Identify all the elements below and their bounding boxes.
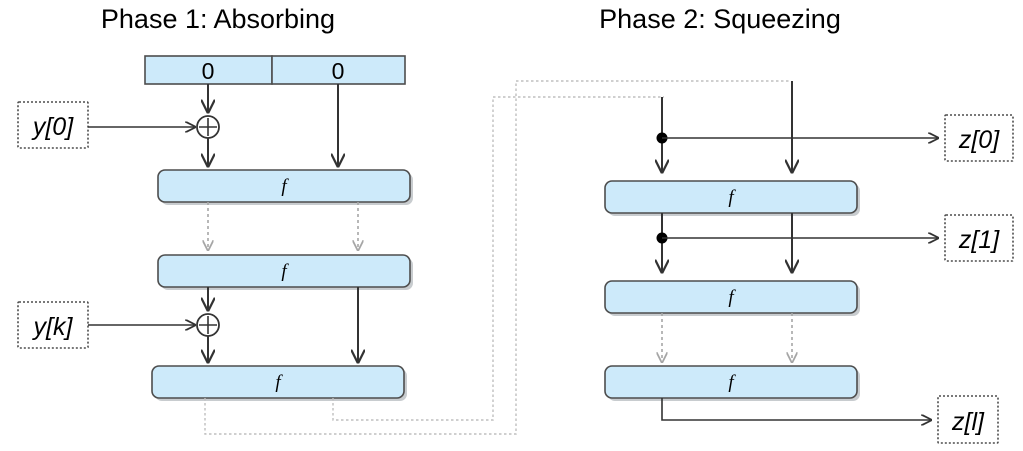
p1-function-block-3-rect [151, 365, 405, 399]
output-z0: z[0] [944, 114, 1014, 162]
state-cell-rate [144, 55, 273, 85]
output-zl-box [937, 395, 999, 444]
feedback-capacity-line [332, 96, 664, 421]
input-yk-label: y[k] [32, 313, 74, 341]
output-z0-label: z[0] [958, 126, 1000, 154]
p1-function-block-1-rect [157, 169, 411, 203]
state-cell-capacity-label: 0 [332, 58, 345, 84]
p2-function-block-3: f [604, 365, 860, 401]
p2-function-block-1-label: f [728, 187, 736, 208]
p1-function-block-2-rect [157, 254, 411, 288]
state-cell-rate-label: 0 [202, 58, 215, 84]
xor-gate-2 [196, 313, 220, 337]
p2-function-block-2-label: f [728, 287, 736, 308]
phase1-title: Phase 1: Absorbing [101, 4, 335, 34]
p2-function-block-1-rect [604, 180, 858, 214]
output-z0-box [944, 114, 1014, 162]
p2-tap-line-zl [661, 398, 931, 420]
p2-function-block-2: f [604, 280, 860, 316]
output-zl: z[l] [937, 395, 999, 444]
p2-function-block-1: f [604, 180, 860, 216]
output-z1: z[1] [944, 214, 1014, 262]
input-y0-box [17, 101, 89, 149]
input-yk: y[k] [17, 301, 89, 349]
input-y0-label: y[0] [31, 113, 74, 141]
p1-function-block-3-label: f [275, 372, 283, 393]
p2-function-block-2-rect [604, 280, 858, 314]
output-z1-label: z[1] [958, 226, 1000, 254]
p1-function-block-2: f [157, 254, 413, 290]
p1-function-block-1-label: f [281, 176, 289, 197]
p2-function-block-3-rect [604, 365, 858, 399]
p1-function-block-3: f [151, 365, 407, 401]
initial-state-bar: 0 0 [144, 55, 406, 85]
phase2-title: Phase 2: Squeezing [599, 4, 841, 34]
input-y0: y[0] [17, 101, 89, 149]
p1-function-block-2-label: f [281, 261, 289, 282]
feedback-rate-line [204, 80, 791, 435]
input-yk-box [17, 301, 89, 349]
xor-gate-1 [196, 115, 220, 139]
output-zl-label: z[l] [951, 408, 985, 436]
output-z1-box [944, 214, 1014, 262]
p2-function-block-3-label: f [728, 372, 736, 393]
p1-function-block-1: f [157, 169, 413, 205]
